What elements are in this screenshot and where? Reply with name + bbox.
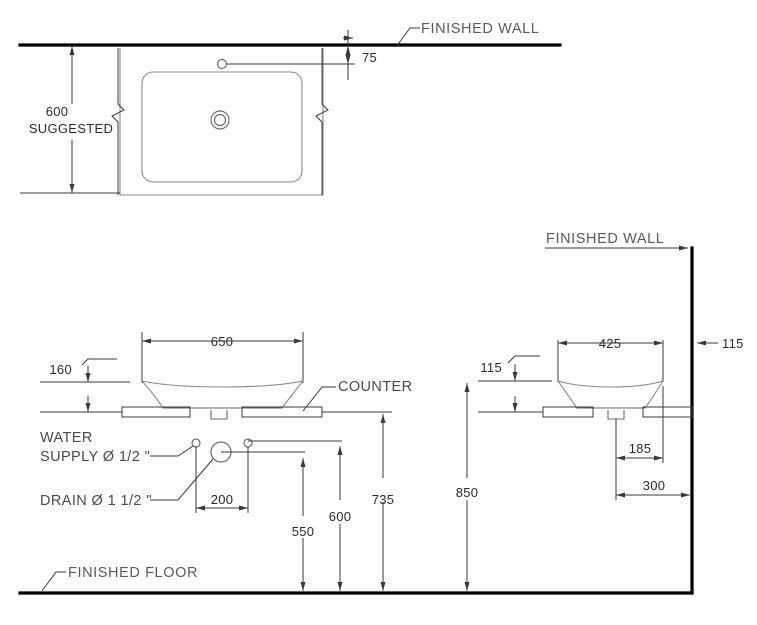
plan-dim-600-note: SUGGESTED: [29, 121, 113, 136]
plan-dim-75: 75: [362, 50, 377, 65]
plan-faucet-hole: [216, 58, 228, 70]
side-dim-115-wallgap: 115: [722, 336, 744, 351]
plan-finished-wall-label: FINISHED WALL: [421, 21, 539, 37]
front-water-supply-label-line2: SUPPLY Ø 1/2 ": [40, 449, 150, 465]
plan-dim-600: 600: [46, 104, 69, 119]
side-counter-slab-right: [642, 406, 693, 418]
side-dim-425: 425: [599, 336, 622, 351]
front-elevation-view: 650 COUNTER 160 WATER SUPPLY Ø 1/2 " DRA…: [18, 332, 694, 595]
front-dim-200: 200: [211, 492, 234, 507]
front-water-supply-right-hole: [243, 438, 253, 448]
plan-break-line-left: [111, 48, 125, 195]
plan-wall-leader: [395, 27, 420, 48]
front-drain-leader: [150, 458, 214, 501]
front-drain-label: DRAIN Ø 1 1/2 ": [40, 493, 152, 509]
side-dim-850: 850: [456, 485, 479, 500]
front-dim-600: 600: [329, 509, 352, 524]
front-water-supply-label-line1: WATER: [40, 430, 93, 446]
front-counter-label: COUNTER: [338, 379, 413, 395]
side-115-leader: [507, 355, 540, 364]
plan-view: 75 600 SUGGESTED FINISHED WALL: [18, 21, 562, 196]
front-160-leader: [81, 358, 117, 366]
front-drain-stub: [210, 410, 228, 420]
plan-drain-inner-circle: [213, 113, 227, 127]
side-drain-stub: [607, 410, 625, 420]
side-dim-300: 300: [643, 478, 666, 493]
front-basin-rim-top: [141, 380, 304, 388]
plan-break-line-right: [315, 48, 329, 195]
plan-basin-bowl-outline: [141, 71, 303, 183]
front-dim-550: 550: [292, 524, 315, 539]
front-dim-160: 160: [49, 362, 72, 377]
front-dim-650: 650: [211, 334, 234, 349]
floor-leader: [41, 571, 66, 592]
front-dim-735: 735: [372, 492, 395, 507]
finished-floor-label: FINISHED FLOOR: [68, 565, 198, 581]
front-water-supply-leader: [150, 445, 194, 457]
side-elevation-view: FINISHED WALL 425 115 115 185 3: [456, 231, 744, 595]
front-counter-leader: [302, 386, 336, 412]
front-water-supply-left-hole: [191, 438, 201, 448]
side-dim-185: 185: [629, 441, 652, 456]
plan-counter-outline: [119, 48, 324, 196]
side-dim-115-rim: 115: [480, 360, 502, 375]
side-finished-wall-label: FINISHED WALL: [546, 231, 664, 247]
side-basin-rim-top: [557, 380, 664, 388]
